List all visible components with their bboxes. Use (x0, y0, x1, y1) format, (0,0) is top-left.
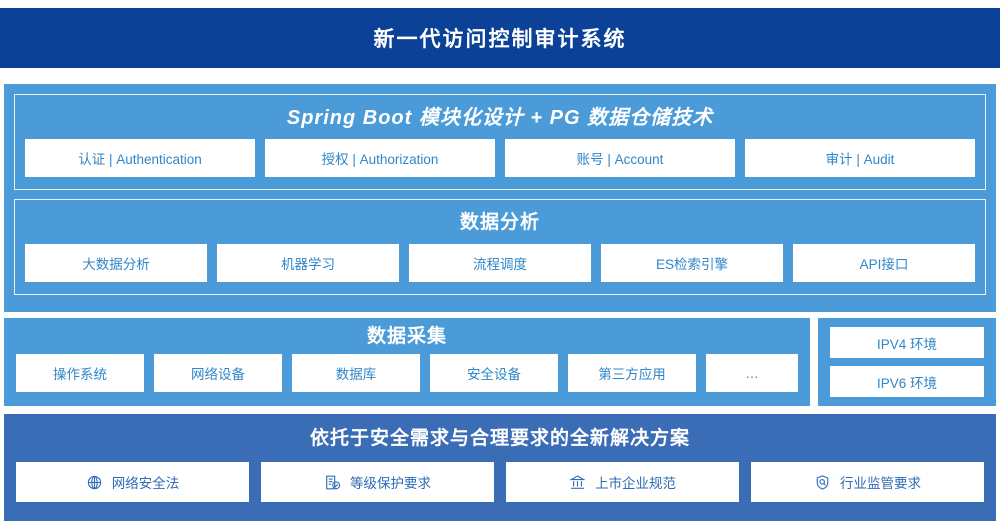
compliance-label: 网络安全法 (111, 476, 180, 491)
environment-ipv4[interactable]: IPV4 环境 (830, 327, 984, 358)
module-process-scheduling[interactable]: 流程调度 (409, 244, 591, 282)
analysis-module-row: 大数据分析 机器学习 流程调度 ES检索引擎 API接口 (25, 244, 975, 282)
module-big-data-analysis[interactable]: 大数据分析 (25, 244, 207, 282)
source-operating-system[interactable]: 操作系统 (16, 354, 144, 392)
compliance-cybersecurity-law[interactable]: 网络安全法 (16, 462, 249, 502)
source-more[interactable]: … (706, 354, 798, 392)
page-title: 新一代访问控制审计系统 (373, 28, 627, 51)
collection-row: 数据采集 操作系统 网络设备 数据库 安全设备 第三方应用 … IPV4 环境 … (4, 318, 996, 406)
compliance-item-row: 网络安全法 等级保护要求 (16, 462, 984, 502)
module-audit[interactable]: 审计 | Audit (745, 139, 975, 177)
compliance-classified-protection[interactable]: 等级保护要求 (261, 462, 494, 502)
bank-icon (569, 474, 586, 491)
source-security-device[interactable]: 安全设备 (430, 354, 558, 392)
module-authentication[interactable]: 认证 | Authentication (25, 139, 255, 177)
module-authorization[interactable]: 授权 | Authorization (265, 139, 495, 177)
compliance-listed-company-standard[interactable]: 上市企业规范 (506, 462, 739, 502)
environment-panel: IPV4 环境 IPV6 环境 (818, 318, 996, 406)
environment-ipv6[interactable]: IPV6 环境 (830, 366, 984, 397)
compliance-industry-regulation[interactable]: 行业监管要求 (751, 462, 984, 502)
source-third-party-app[interactable]: 第三方应用 (568, 354, 696, 392)
application-layer-title: Spring Boot 模块化设计 + PG 数据仓储技术 (286, 107, 714, 129)
compliance-layer: 依托于安全需求与合理要求的全新解决方案 网络安全法 (4, 414, 996, 521)
compliance-label: 上市企业规范 (595, 476, 676, 491)
source-database[interactable]: 数据库 (292, 354, 420, 392)
module-account[interactable]: 账号 | Account (505, 139, 735, 177)
module-es-search-engine[interactable]: ES检索引擎 (601, 244, 783, 282)
page-header: 新一代访问控制审计系统 (0, 8, 1000, 68)
compliance-label: 行业监管要求 (840, 476, 921, 491)
collection-module-row: 操作系统 网络设备 数据库 安全设备 第三方应用 … (16, 354, 798, 392)
module-api-interface[interactable]: API接口 (793, 244, 975, 282)
collection-layer-title: 数据采集 (366, 326, 447, 347)
source-network-device[interactable]: 网络设备 (154, 354, 282, 392)
application-layer: Spring Boot 模块化设计 + PG 数据仓储技术 认证 | Authe… (14, 94, 986, 190)
shield-search-icon (814, 474, 831, 491)
module-machine-learning[interactable]: 机器学习 (217, 244, 399, 282)
application-module-row: 认证 | Authentication 授权 | Authorization 账… (25, 139, 975, 177)
compliance-label: 等级保护要求 (350, 476, 431, 491)
compliance-layer-title: 依托于安全需求与合理要求的全新解决方案 (309, 428, 690, 449)
collection-layer: 数据采集 操作系统 网络设备 数据库 安全设备 第三方应用 … (4, 318, 810, 406)
document-check-icon (324, 474, 341, 491)
globe-icon (86, 474, 103, 491)
analysis-layer-title: 数据分析 (459, 212, 540, 233)
analysis-layer: 数据分析 大数据分析 机器学习 流程调度 ES检索引擎 API接口 (14, 199, 986, 295)
platform-panel: Spring Boot 模块化设计 + PG 数据仓储技术 认证 | Authe… (4, 84, 996, 312)
